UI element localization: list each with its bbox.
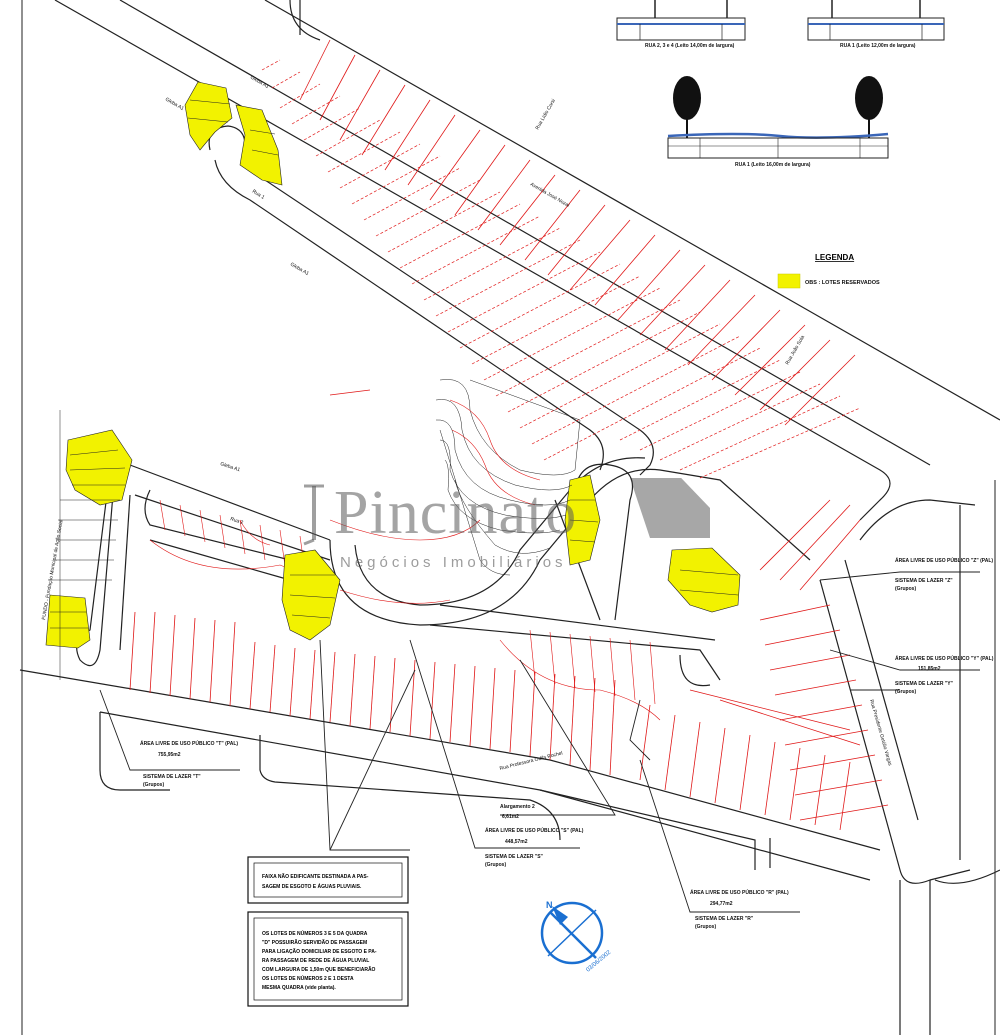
section-caption: RUA 1 (Leito 16,00m de largura) [735, 162, 811, 168]
area-title: ÁREA LIVRE DE USO PÚBLICO "T" (PAL) [140, 740, 238, 747]
note-line: OS LOTES DE NÚMEROS 3 E 5 DA QUADRA [262, 930, 368, 937]
section-caption: RUA 1 (Leito 12,00m de largura) [840, 43, 916, 49]
street-section-rua-1-12m: RUA 1 (Leito 12,00m de largura) [807, 0, 945, 49]
area-value: 755,95m2 [158, 752, 181, 758]
street-section-rua-1-16m: RUA 1 (Leito 16,00m de largura) [667, 76, 889, 168]
note-line: RA PASSAGEM DE REDE DE ÁGUA PLUVIAL [262, 957, 369, 964]
section-caption: RUA 2, 3 e 4 (Leito 14,00m de largura) [645, 43, 735, 49]
note-lotes: OS LOTES DE NÚMEROS 3 E 5 DA QUADRA "D" … [247, 911, 409, 1007]
terrain-contours [435, 379, 581, 576]
lot-lines-north [261, 59, 861, 479]
block-label: Gleba A1 [249, 75, 270, 91]
rua-professora-odila [19, 669, 931, 1035]
area-callout-alargamento: Alargamento 2 6,61m2 [500, 804, 535, 820]
lazer-label: SISTEMA DE LAZER "Y" [895, 681, 954, 687]
area-callout-y: ÁREA LIVRE DE USO PÚBLICO "Y" (PAL) 151,… [895, 655, 994, 695]
note-line: "D" POSSUIRÃO SERVIDÃO DE PASSAGEM [262, 939, 367, 946]
leader-lines [99, 571, 980, 913]
area-callout-s: ÁREA LIVRE DE USO PÚBLICO "S" (PAL) 448,… [485, 827, 584, 868]
area-value: 448,57m2 [505, 839, 528, 845]
note-line: OS LOTES DE NÚMEROS 2 E 1 DESTA [262, 975, 354, 982]
lazer-label: SISTEMA DE LAZER "R" [695, 916, 754, 922]
note-line: MESMA QUADRA (vide planta). [262, 985, 336, 991]
block-label: Gleba A1 [164, 97, 185, 113]
lazer-sub: (Grupos) [143, 782, 164, 788]
legend: LEGENDA OBS : LOTES RESERVADOS [777, 253, 880, 289]
lot-lines-north-solid [299, 39, 856, 426]
avenida-jose-nozal [54, 0, 1000, 521]
legend-item-label: OBS : LOTES RESERVADOS [805, 280, 880, 286]
street-label: Avenida José Nozal [529, 182, 570, 209]
street-label: Rua Presidente Getúlio Vargas [868, 699, 893, 767]
legend-swatch-reserved [777, 273, 801, 289]
note-line: PARA LIGAÇÃO DOMICILIAR DE ESGOTO E PA- [262, 948, 377, 955]
terrain-contours-red [239, 399, 541, 604]
lazer-label: SISTEMA DE LAZER "S" [485, 854, 544, 860]
note-line: COM LARGURA DE 1,50m QUE BENEFICIARÃO [262, 966, 376, 973]
area-value: 294,77m2 [710, 901, 733, 907]
area-value: 151,85m2 [918, 666, 941, 672]
street-section-rua-2-3-4: RUA 2, 3 e 4 (Leito 14,00m de largura) [616, 0, 746, 49]
lazer-sub: (Grupos) [485, 862, 506, 868]
note-faixa: FAIXA NÃO EDIFICANTE DESTINADA A PAS- SA… [247, 856, 409, 904]
alargamento-label: Alargamento 2 [500, 804, 535, 810]
lot-lines-east [329, 389, 889, 821]
note-line: SAGEM DE ESGOTO E ÁGUAS PLUVIAIS. [262, 883, 362, 890]
area-title: ÁREA LIVRE DE USO PÚBLICO "S" (PAL) [485, 827, 584, 834]
street-label: Rua 1 [251, 189, 266, 201]
area-title: ÁREA LIVRE DE USO PÚBLICO "Z" (PAL) [895, 557, 993, 564]
lazer-label: SISTEMA DE LAZER "T" [143, 774, 201, 780]
street-label: Rua Lídio Corsi [535, 98, 557, 131]
alargamento-value: 6,61m2 [502, 814, 519, 820]
reserved-lots [45, 81, 741, 649]
area-callout-z: ÁREA LIVRE DE USO PÚBLICO "Z" (PAL) SIST… [895, 557, 993, 592]
legend-title: LEGENDA [815, 253, 854, 262]
north-label: N [546, 900, 553, 910]
area-callout-t: ÁREA LIVRE DE USO PÚBLICO "T" (PAL) 755,… [140, 740, 238, 788]
street-label: Rua 2 [229, 516, 244, 526]
area-title: ÁREA LIVRE DE USO PÚBLICO "Y" (PAL) [895, 655, 994, 662]
block-label: Gleba A1 [219, 461, 241, 473]
area-callout-r: ÁREA LIVRE DE USO PÚBLICO "R" (PAL) 294,… [690, 889, 789, 930]
area-title: ÁREA LIVRE DE USO PÚBLICO "R" (PAL) [690, 889, 789, 896]
lazer-label: SISTEMA DE LAZER "Z" [895, 578, 953, 584]
lazer-sub: (Grupos) [695, 924, 716, 930]
lazer-sub: (Grupos) [895, 586, 916, 592]
lot-grid [50, 99, 739, 680]
note-line: FAIXA NÃO EDIFICANTE DESTINADA A PAS- [262, 873, 369, 880]
rua-presidente-getulio [819, 499, 1000, 884]
block-label: Gleba A1 [289, 262, 310, 278]
north-arrow: N 03/06/2002 [540, 900, 613, 974]
lazer-sub: (Grupos) [895, 689, 916, 695]
street-label: Rua João Sola [785, 334, 807, 366]
lot-lines-inner [149, 499, 661, 721]
